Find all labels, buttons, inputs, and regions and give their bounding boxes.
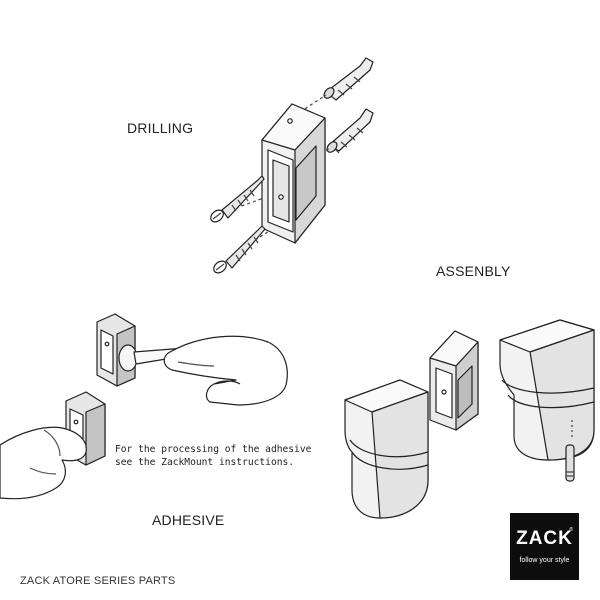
hook-body-right-icon: [499, 319, 595, 461]
adhesive-illustration: [0, 313, 288, 500]
mounting-bracket-icon: [261, 103, 326, 244]
logo-registered-mark: ®: [569, 527, 573, 533]
drilling-heading: DRILLING: [127, 120, 194, 136]
hand-upper-icon: [118, 335, 288, 406]
screw-upper-icon: [210, 175, 265, 223]
adhesive-heading: ADHESIVE: [152, 512, 225, 528]
wall-plug-upper-icon: [323, 57, 374, 101]
adhesive-note-line-2: see the ZackMount instructions.: [115, 457, 295, 468]
logo-tagline: follow your style: [519, 557, 570, 564]
wall-plug-lower-icon: [326, 108, 374, 154]
hook-body-left-icon: [344, 379, 429, 519]
assembly-illustration: [344, 319, 595, 519]
footer-caption: ZACK ATORE SERIES PARTS: [20, 575, 176, 587]
logo-wordmark: ZACK: [516, 528, 573, 549]
adhesive-note: For the processing of the adhesive see t…: [115, 443, 311, 469]
adhesive-note-line-1: For the processing of the adhesive: [115, 444, 312, 455]
drilling-illustration: [210, 57, 374, 274]
assembly-heading: ASSENBLY: [436, 263, 511, 279]
screw-lower-icon: [213, 225, 266, 274]
assembly-bracket-icon: [429, 330, 479, 431]
assembly-pin-icon: [565, 420, 575, 482]
zack-logo: ZACK ® follow your style: [510, 513, 579, 580]
hand-lower-icon: [0, 426, 87, 500]
